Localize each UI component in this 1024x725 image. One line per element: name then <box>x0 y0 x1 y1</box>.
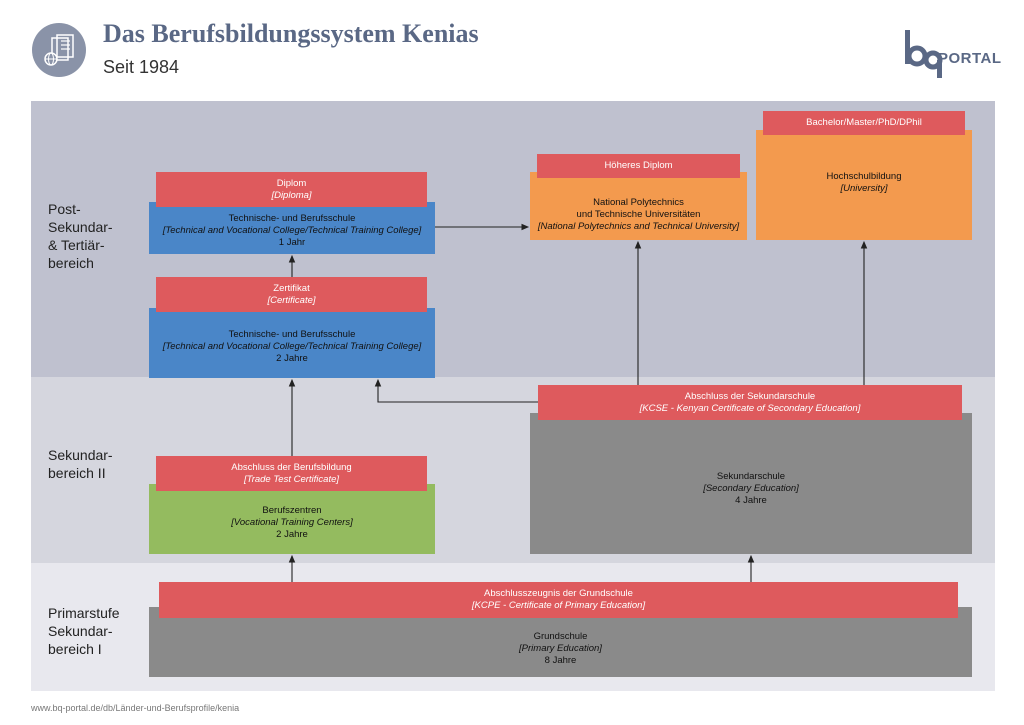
band-label-post: Post- Sekundar- & Tertiär- bereich <box>48 201 113 271</box>
band-label-prim: Primarstufe Sekundar- bereich I <box>48 605 120 657</box>
box-kcse: Abschluss der Sekundarschule [KCSE - Ken… <box>538 385 962 420</box>
bq-logo-mark-icon <box>905 30 943 78</box>
box-zertifikat: Zertifikat [Certificate] <box>156 277 427 312</box>
logo-text: PORTAL <box>938 50 1002 67</box>
box-grundschule: Grundschule [Primary Education] 8 Jahre <box>149 607 972 677</box>
box-tvc-1-jahr: Technische- und Berufsschule [Technical … <box>149 202 435 254</box>
box-sekundarschule: Sekundarschule [Secondary Education] 4 J… <box>530 413 972 554</box>
box-tvc-2-jahre: Technische- und Berufsschule [Technical … <box>149 308 435 378</box>
header-globe-document-icon <box>32 23 86 77</box>
box-kcpe: Abschlusszeugnis der Grundschule [KCPE -… <box>159 582 958 618</box>
box-bachelor-master-phd: Bachelor/Master/PhD/DPhil <box>763 111 965 135</box>
box-trade-test-certificate: Abschluss der Berufsbildung [Trade Test … <box>156 456 427 491</box>
box-hochschulbildung: Hochschulbildung [University] <box>756 130 972 240</box>
box-diplom: Diplom [Diploma] <box>156 172 427 207</box>
page-title: Das Berufsbildungssystem Kenias <box>103 19 479 48</box>
box-hoeheres-diplom: Höheres Diplom <box>537 154 740 178</box>
page-subtitle: Seit 1984 <box>103 57 180 77</box>
footer-url[interactable]: www.bq-portal.de/db/Länder-und-Berufspro… <box>31 703 240 713</box>
arrow-kcse-to-tvc2 <box>374 378 538 403</box>
band-label-sek: Sekundar- bereich II <box>48 447 113 481</box>
box-berufszentren: Berufszentren [Vocational Training Cente… <box>149 484 435 554</box>
bq-portal-logo: PORTAL <box>903 28 1003 80</box>
box-national-polytechnics: National Polytechnics und Technische Uni… <box>530 172 747 240</box>
